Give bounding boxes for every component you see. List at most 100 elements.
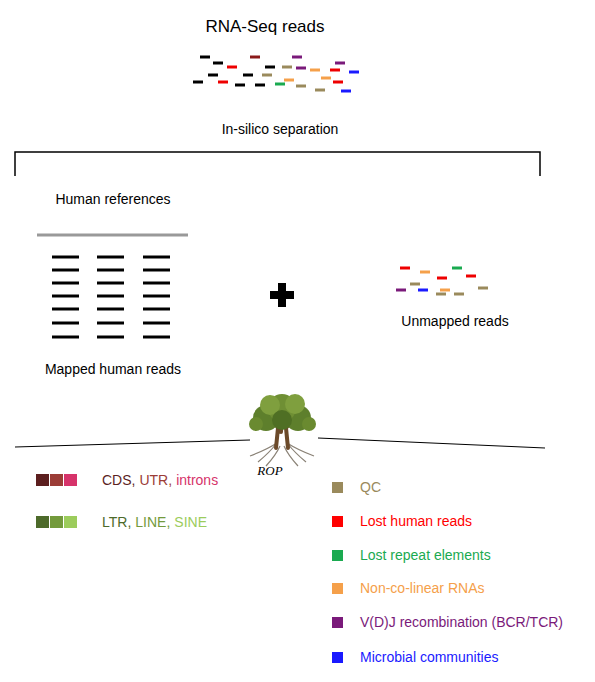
ground-line	[318, 438, 545, 448]
read-dash	[213, 62, 223, 65]
read-dash	[310, 69, 320, 72]
read-dash	[265, 66, 275, 69]
read-dash	[97, 282, 124, 285]
legend-row: CDS,UTR,introns	[102, 471, 222, 489]
read-dash	[396, 289, 406, 292]
legend-row: Lost repeat elements	[360, 546, 495, 564]
read-dash	[218, 81, 228, 84]
read-dash	[437, 277, 447, 280]
legend-swatch	[50, 474, 63, 486]
read-dash	[255, 84, 265, 87]
read-dash	[452, 267, 462, 270]
legend-swatch	[64, 474, 77, 486]
read-dash	[454, 293, 464, 296]
read-dash	[97, 269, 124, 272]
read-dash	[284, 79, 294, 82]
read-dash	[466, 275, 476, 278]
legend-text: Microbial communities	[360, 648, 498, 666]
read-dash	[262, 74, 272, 77]
read-dash	[335, 62, 345, 65]
read-dash	[208, 74, 218, 77]
read-dash	[321, 77, 331, 80]
legend-text: LINE,	[135, 513, 170, 531]
plus-sign	[270, 283, 294, 307]
read-dash	[143, 322, 170, 325]
read-dash	[235, 84, 245, 87]
read-dash	[315, 89, 325, 92]
read-dash	[97, 322, 124, 325]
read-dash	[52, 308, 79, 311]
legend-text: Non-co-linear RNAs	[360, 579, 484, 597]
read-dash	[400, 267, 410, 270]
read-dash	[143, 256, 170, 259]
read-dash	[341, 90, 351, 93]
legend-row: V(D)J recombination (BCR/TCR)	[360, 613, 567, 631]
legend-text: Lost human reads	[360, 512, 472, 530]
read-dash	[330, 69, 340, 72]
read-dash	[282, 66, 292, 69]
legend-text: V(D)J recombination (BCR/TCR)	[360, 613, 563, 631]
legend-swatch	[64, 516, 77, 528]
read-dash	[143, 282, 170, 285]
read-dash	[143, 336, 170, 339]
read-dash	[143, 295, 170, 298]
read-dash	[333, 81, 343, 84]
legend-text: introns	[176, 471, 218, 489]
tree-illustration	[249, 394, 316, 466]
legend-row: Non-co-linear RNAs	[360, 579, 488, 597]
read-dash	[52, 295, 79, 298]
legend-swatch	[332, 482, 343, 493]
read-dash	[478, 287, 488, 290]
separation-bracket	[15, 152, 540, 176]
legend-swatch	[50, 516, 63, 528]
read-dash	[296, 67, 306, 70]
legend-swatch	[332, 516, 343, 527]
read-dash	[52, 282, 79, 285]
read-dash	[52, 256, 79, 259]
read-dash	[52, 322, 79, 325]
legend-row: Lost human reads	[360, 512, 476, 530]
legend-text: SINE	[174, 513, 207, 531]
legend-swatch	[332, 550, 343, 561]
diagram-label: Mapped human reads	[23, 361, 203, 377]
read-dash	[418, 289, 428, 292]
ground-line	[15, 440, 250, 447]
read-dash	[227, 66, 237, 69]
legend-swatch	[36, 516, 49, 528]
diagram-label: RNA-Seq reads	[165, 17, 365, 37]
read-dash	[436, 293, 446, 296]
diagram-label: Human references	[23, 191, 203, 207]
read-dash	[143, 308, 170, 311]
legend-row: QC	[360, 478, 385, 496]
read-dash	[440, 289, 450, 292]
read-dash	[97, 336, 124, 339]
legend-swatch	[36, 474, 49, 486]
legend-swatch	[332, 617, 343, 628]
read-dash	[410, 283, 420, 286]
read-dash	[97, 295, 124, 298]
legend-text: QC	[360, 478, 381, 496]
read-dash	[296, 85, 306, 88]
read-dash	[200, 56, 210, 59]
diagram-label: ROP	[240, 463, 300, 479]
reference-line	[37, 234, 188, 237]
read-dash	[250, 56, 260, 59]
read-dash	[97, 308, 124, 311]
read-dash	[275, 83, 285, 86]
legend-text: UTR,	[139, 471, 172, 489]
diagram-label: Unmapped reads	[380, 313, 530, 329]
read-dash	[420, 271, 430, 274]
legend-text: CDS,	[102, 471, 135, 489]
legend-swatch	[332, 652, 343, 663]
read-dash	[143, 269, 170, 272]
legend-row: Microbial communities	[360, 648, 502, 666]
read-dash	[97, 256, 124, 259]
diagram-label: In-silico separation	[180, 121, 380, 137]
read-dash	[243, 74, 253, 77]
legend-swatch	[332, 583, 343, 594]
legend-text: Lost repeat elements	[360, 546, 491, 564]
read-dash	[349, 71, 359, 74]
read-dash	[292, 56, 302, 59]
legend-row: LTR,LINE,SINE	[102, 513, 211, 531]
